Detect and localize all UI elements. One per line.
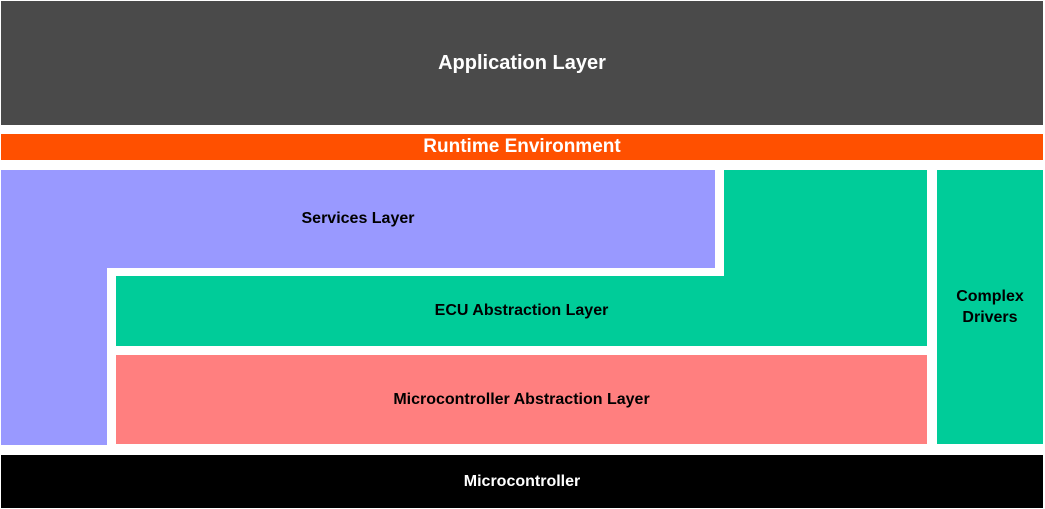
complex-drivers-label-line1: Complex — [956, 288, 1024, 305]
microcontroller-block: Microcontroller — [1, 455, 1043, 508]
microcontroller-label: Microcontroller — [463, 472, 581, 490]
application-layer-label: Application Layer — [438, 51, 606, 74]
complex-drivers-label-line2: Drivers — [962, 309, 1018, 326]
services-layer-block: Services Layer — [1, 170, 715, 268]
complex-drivers-block: Complex Drivers — [937, 170, 1043, 444]
application-layer-block: Application Layer — [1, 1, 1043, 125]
services-layer-label: Services Layer — [301, 210, 415, 227]
runtime-environment-label: Runtime Environment — [423, 136, 621, 157]
microcontroller-abstraction-layer-block: Microcontroller Abstraction Layer — [116, 355, 927, 444]
runtime-environment-block: Runtime Environment — [1, 134, 1043, 160]
ecu-abstraction-layer-block: ECU Abstraction Layer — [116, 276, 927, 346]
ecu-abstraction-layer-label: ECU Abstraction Layer — [434, 302, 609, 319]
complex-drivers-label: Complex Drivers — [956, 286, 1024, 328]
microcontroller-abstraction-layer-label: Microcontroller Abstraction Layer — [393, 390, 650, 408]
services-layer-extension — [1, 268, 107, 445]
ecu-abstraction-layer-extension — [724, 170, 927, 276]
